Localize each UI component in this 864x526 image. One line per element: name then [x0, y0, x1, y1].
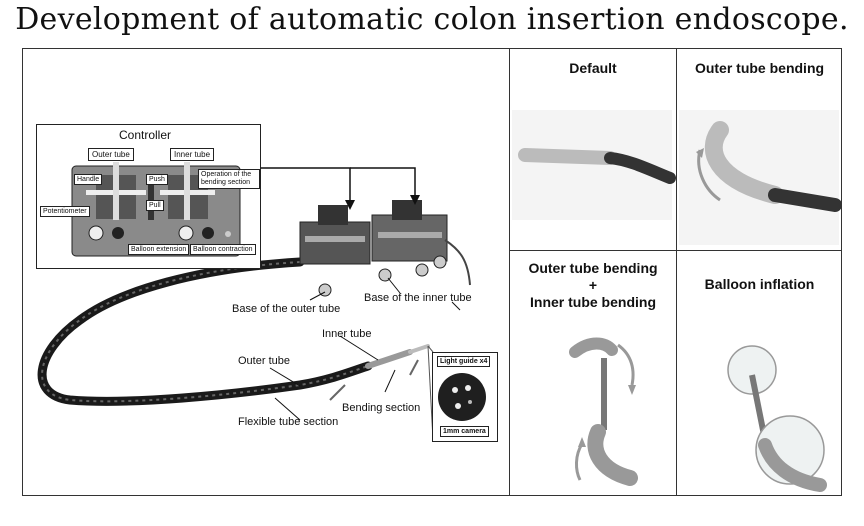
controller-title: Controller	[118, 128, 172, 142]
ctrl-handle-label: Handle	[74, 174, 103, 185]
ctrl-balloon-contraction-label: Balloon contraction	[190, 244, 256, 255]
panel-title-outer-bending: Outer tube bending	[694, 60, 825, 76]
default-photo	[512, 110, 676, 220]
panel-title-balloon: Balloon inflation	[704, 276, 815, 292]
divider-main	[509, 48, 510, 496]
label-base-outer: Base of the outer tube	[232, 303, 341, 315]
combined-bending-photo	[569, 337, 638, 486]
ctrl-potentiometer-label: Potentiometer	[40, 206, 90, 217]
label-inner-tube: Inner tube	[322, 328, 372, 340]
figure-frame	[22, 48, 842, 496]
ctrl-operation-label: Operation of the bending section	[198, 169, 260, 189]
base-units	[299, 200, 471, 297]
ctrl-outer-tube-label: Outer tube	[88, 148, 134, 161]
divider-horizontal	[509, 250, 842, 251]
panel-title-default: Default	[569, 60, 617, 76]
panel-title-combined-2: Inner tube bending	[530, 294, 656, 310]
figure-title: Development of automatic colon insertion…	[15, 2, 849, 37]
label-flexible-tube: Flexible tube section	[238, 416, 339, 428]
balloon-inflation-photo	[727, 345, 827, 492]
label-camera: 1mm camera	[440, 426, 489, 437]
ctrl-push-label: Push	[146, 174, 168, 185]
ctrl-balloon-extension-label: Balloon extension	[128, 244, 190, 255]
label-base-inner: Base of the inner tube	[364, 292, 472, 304]
divider-side	[676, 48, 677, 496]
outer-tube-tip	[365, 349, 413, 369]
label-light-guide: Light guide x4	[437, 356, 491, 367]
ctrl-inner-tube-label: Inner tube	[170, 148, 215, 161]
panel-title-combined-1: Outer tube bending	[528, 260, 658, 276]
panel-title-combined-plus: +	[588, 277, 598, 293]
inner-tube-tip	[408, 344, 430, 354]
connector-line	[350, 167, 416, 200]
label-outer-tube: Outer tube	[238, 355, 290, 367]
label-bending-section: Bending section	[342, 402, 421, 414]
outer-bending-photo	[679, 110, 842, 245]
ctrl-pull-label: Pull	[146, 200, 164, 211]
flexible-tube-cable	[37, 257, 373, 406]
